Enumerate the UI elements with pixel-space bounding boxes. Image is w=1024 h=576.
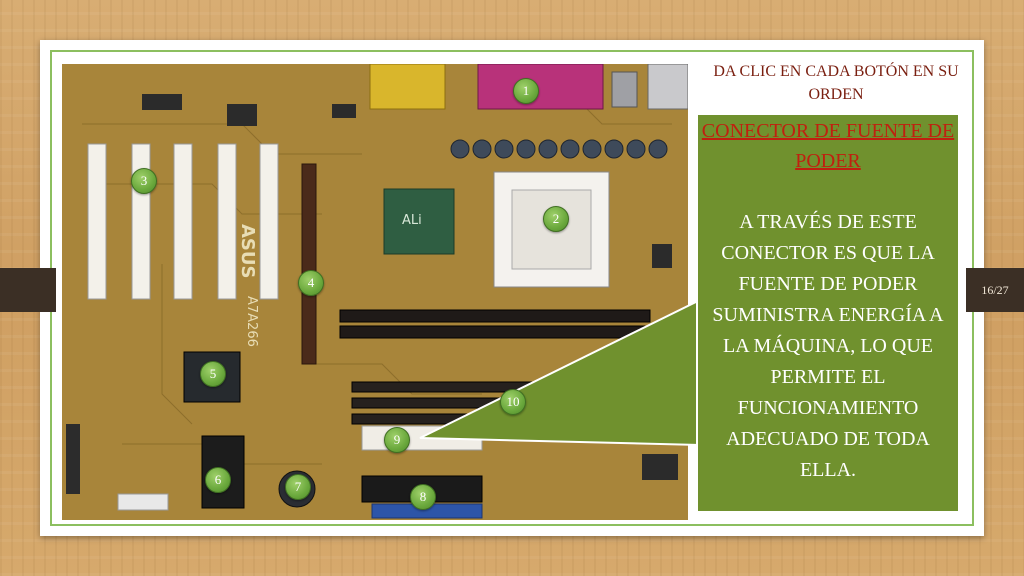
marker-button-8[interactable]: 8: [410, 484, 436, 510]
instruction-text: DA CLIC EN CADA BOTÓN EN SU ORDEN: [713, 63, 959, 103]
marker-label-8: 8: [419, 489, 427, 504]
board-model-text: A7A266: [244, 296, 259, 347]
marker-label-10: 10: [506, 394, 520, 409]
marker-button-2[interactable]: 2: [543, 206, 569, 232]
marker-label-4: 4: [307, 275, 315, 290]
motherboard-image: ASUS A7A266 ALi: [62, 64, 688, 520]
marker-button-3[interactable]: 3: [131, 168, 157, 194]
marker-label-5: 5: [209, 366, 217, 381]
marker-button-1[interactable]: 1: [513, 78, 539, 104]
info-title: CONECTOR DE FUENTE DE PODER: [701, 120, 955, 172]
info-panel: [696, 113, 960, 513]
marker-button-7[interactable]: 7: [285, 474, 311, 500]
marker-button-6[interactable]: 6: [205, 467, 231, 493]
marker-label-6: 6: [214, 472, 222, 487]
marker-label-1: 1: [522, 83, 530, 98]
marker-button-5[interactable]: 5: [200, 361, 226, 387]
marker-label-3: 3: [140, 173, 148, 188]
marker-label-7: 7: [294, 479, 302, 494]
marker-button-9[interactable]: 9: [384, 427, 410, 453]
marker-label-2: 2: [552, 211, 560, 226]
marker-label-9: 9: [393, 432, 401, 447]
chipset-label: ALi: [402, 213, 422, 228]
page-number: 16/27: [981, 282, 1009, 297]
left-side-tab: [0, 268, 56, 312]
marker-button-10[interactable]: 10: [500, 389, 526, 415]
info-body: A TRAVÉS DE ESTE CONECTOR ES QUE LA FUEN…: [712, 211, 944, 481]
right-side-tab: [966, 268, 1024, 312]
board-brand-text: ASUS: [237, 224, 258, 278]
marker-button-4[interactable]: 4: [298, 270, 324, 296]
